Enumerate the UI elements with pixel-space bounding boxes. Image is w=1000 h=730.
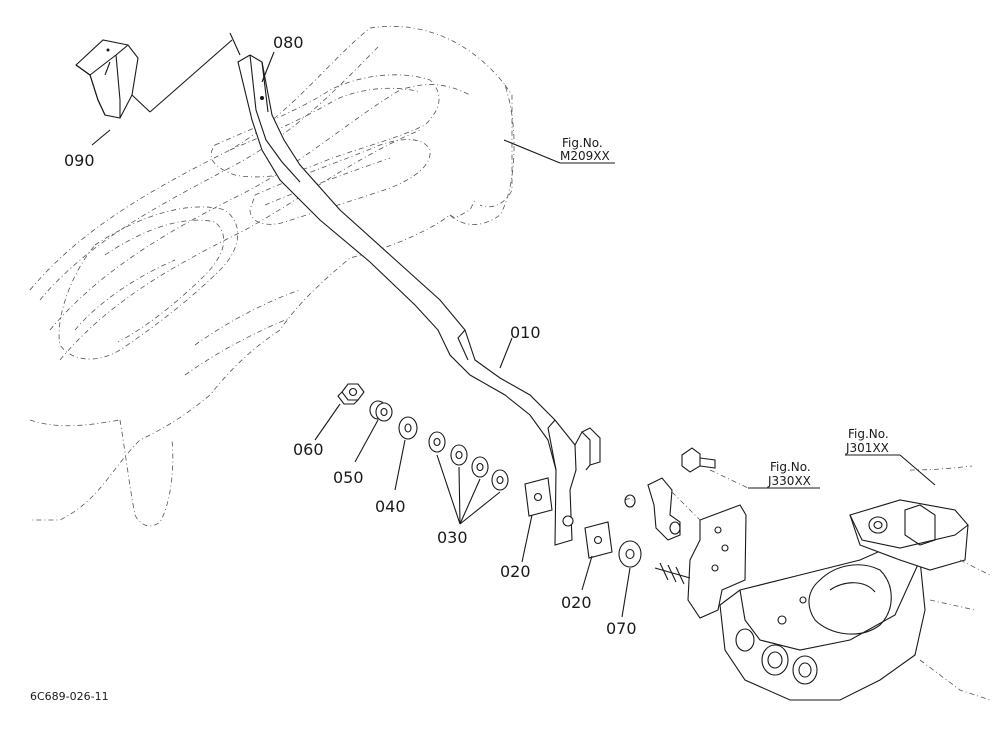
- part-090-knob: [75, 39, 139, 119]
- callout-090: 090: [64, 151, 95, 170]
- callout-010: 010: [510, 323, 541, 342]
- part-060-nut: [337, 383, 365, 405]
- leader-lines: [91, 51, 936, 618]
- part-070-washer: [618, 540, 642, 568]
- part-020-plate-b: [584, 521, 613, 559]
- valve-block: [719, 465, 991, 701]
- part-030-washers: [428, 431, 509, 491]
- figref-m209-label: Fig.No.: [562, 136, 603, 150]
- callout-050: 050: [333, 468, 364, 487]
- callout-030: 030: [437, 528, 468, 547]
- part-010-lever: [237, 54, 601, 546]
- callout-020-b: 020: [561, 593, 592, 612]
- document-id: 6C689-026-11: [30, 690, 109, 703]
- callout-070: 070: [606, 619, 637, 638]
- callout-020-a: 020: [500, 562, 531, 581]
- callout-040: 040: [375, 497, 406, 516]
- callout-080: 080: [273, 33, 304, 52]
- part-020-plate-a: [524, 477, 553, 517]
- bracket-assembly: [624, 447, 749, 619]
- callouts: 080 090 010 060 050 040 030 020 020 070: [64, 33, 637, 638]
- figref-j301-label: Fig.No.: [848, 427, 889, 441]
- figure-references: Fig.No. M209XX Fig.No. J330XX Fig.No. J3…: [560, 136, 889, 488]
- figref-j301-code: J301XX: [845, 441, 889, 455]
- callout-060: 060: [293, 440, 324, 459]
- figref-j330-label: Fig.No.: [770, 460, 811, 474]
- figref-j330-code: J330XX: [767, 474, 811, 488]
- figref-m209-code: M209XX: [560, 149, 610, 163]
- part-050-spacer: [369, 400, 393, 422]
- part-040-washer: [398, 416, 418, 440]
